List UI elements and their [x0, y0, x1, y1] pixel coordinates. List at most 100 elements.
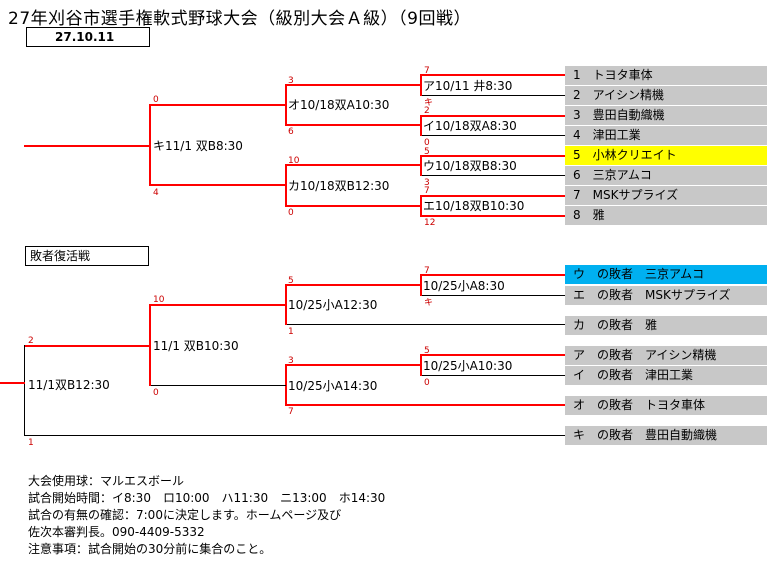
bracket-line: [420, 74, 422, 96]
bracket-line: [420, 195, 422, 217]
note-line: 試合開始時間：イ8:30 ロ10:00 ハ11:30 ニ13:00 ホ14:30: [28, 491, 386, 505]
bracket-line: [421, 354, 565, 356]
game-label-o: オ10/18双A10:30: [288, 98, 390, 112]
team-num: 4: [573, 128, 581, 142]
team-name: 小林クリエイト: [592, 148, 677, 162]
score: 10: [288, 156, 300, 166]
date-box: 27.10.11: [26, 27, 150, 47]
bracket-line: [286, 124, 421, 126]
bracket-line: [24, 145, 150, 147]
team-row-7: 7 MSKサプライズ: [565, 186, 767, 205]
bracket-line: [286, 364, 421, 366]
score: 0: [424, 138, 430, 148]
team-row-6: 6 三京アムコ: [565, 166, 767, 185]
bracket-line: [420, 155, 422, 176]
team-num: 5: [573, 148, 581, 162]
team-row-3: 3 豊田自動織機: [565, 106, 767, 125]
note-line: 大会使用球：マルエスボール: [28, 474, 185, 488]
bracket-line: [420, 354, 422, 376]
bracket-line: [150, 304, 286, 306]
game-label-u: ウ10/18双B8:30: [423, 159, 517, 173]
bracket-line: [421, 95, 565, 96]
bracket-line: [24, 435, 565, 436]
score: 3: [424, 178, 430, 188]
team-name: アイシン精機: [592, 88, 665, 102]
team-name: 三京アムコ: [592, 168, 652, 182]
bracket-line: [150, 184, 286, 186]
score: 7: [424, 266, 430, 276]
losers-game-label: 10/25小A10:30: [423, 359, 513, 373]
losers-bracket-title: 敗者復活戦: [25, 246, 149, 266]
losers-row-2: エ の敗者 MSKサプライズ: [565, 286, 767, 305]
team-name: MSKサプライズ: [592, 188, 679, 202]
score: 0: [424, 378, 430, 388]
game-label-e: エ10/18双B10:30: [423, 199, 525, 213]
bracket-line: [0, 382, 25, 384]
score: 5: [424, 346, 430, 356]
game-label-a: ア10/11 井8:30: [423, 79, 513, 93]
team-name: 雅: [592, 208, 605, 222]
losers-game-label: 10/25小A14:30: [288, 379, 378, 393]
bracket-line: [286, 205, 421, 207]
bracket-line: [24, 345, 25, 436]
bracket-line: [285, 84, 287, 126]
bracket-line: [150, 385, 286, 386]
team-num: 7: [573, 188, 581, 202]
team-row-1: 1 トヨタ車体: [565, 66, 767, 85]
bracket-line: [285, 164, 287, 207]
bracket-line: [150, 104, 286, 106]
team-name: 豊田自動織機: [592, 108, 665, 122]
team-name: トヨタ車体: [592, 68, 653, 82]
bracket-line: [286, 404, 565, 406]
bracket-line: [420, 274, 422, 296]
bracket-line: [286, 324, 565, 325]
score: 0: [153, 388, 159, 398]
team-num: 6: [573, 168, 581, 182]
bracket-line: [420, 115, 422, 136]
bracket-line: [286, 84, 421, 86]
losers-game-label: 11/1双B12:30: [28, 378, 110, 392]
score: 3: [288, 356, 294, 366]
score: 4: [153, 188, 159, 198]
score: 6: [288, 127, 294, 137]
bracket-line: [149, 304, 151, 386]
bracket-line: [421, 375, 565, 376]
losers-row-7: キ の敗者 豊田自動織機: [565, 426, 767, 445]
score: 7: [288, 407, 294, 417]
bracket-line: [421, 135, 565, 136]
bracket-line: [421, 115, 565, 117]
score: 7: [424, 66, 430, 76]
losers-row-6: オ の敗者 トヨタ車体: [565, 396, 767, 415]
score: 5: [424, 147, 430, 157]
bracket-line: [24, 345, 150, 347]
bracket-line: [421, 274, 565, 276]
team-row-2: 2 アイシン精機: [565, 86, 767, 105]
team-num: 3: [573, 108, 581, 122]
team-num: 8: [573, 208, 581, 222]
page-title: 27年刈谷市選手権軟式野球大会（級別大会Ａ級）（9回戦）: [8, 9, 471, 29]
bracket-line: [421, 295, 565, 296]
bracket-line: [286, 164, 421, 166]
note-line: 佐次本審判長。090-4409-5332: [28, 525, 205, 539]
losers-row-4: ア の敗者 アイシン精機: [565, 346, 767, 365]
losers-row-3: カ の敗者 雅: [565, 316, 767, 335]
game-label-ki: キ11/1 双B8:30: [153, 139, 243, 153]
score: 5: [288, 276, 294, 286]
team-name: 津田工業: [592, 128, 641, 142]
score: 7: [424, 186, 430, 196]
bracket-line: [285, 284, 287, 325]
game-label-i: イ10/18双A8:30: [423, 119, 517, 133]
losers-row-5: イ の敗者 津田工業: [565, 366, 767, 385]
losers-game-label: 11/1 双B10:30: [153, 339, 239, 353]
bracket-line: [421, 74, 565, 76]
score: 12: [424, 218, 436, 228]
score: 1: [28, 438, 34, 448]
bracket-line: [421, 195, 565, 197]
score: 1: [288, 327, 294, 337]
team-row-8: 8 雅: [565, 206, 767, 225]
score: 0: [153, 95, 159, 105]
losers-row-1: ウ の敗者 三京アムコ: [565, 265, 767, 284]
game-label-ka: カ10/18双B12:30: [288, 179, 390, 193]
score: キ: [424, 298, 434, 308]
bracket-line: [421, 215, 565, 217]
